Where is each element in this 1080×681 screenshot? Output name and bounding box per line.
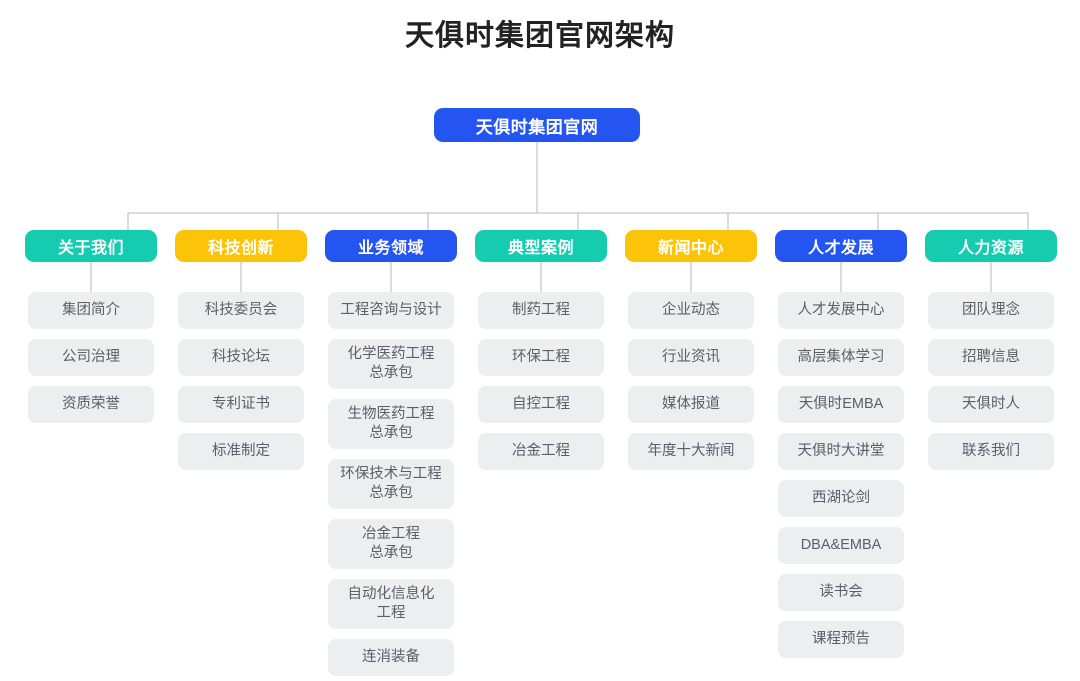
branch-column: 典型案例制药工程环保工程自控工程冶金工程: [466, 230, 616, 470]
leaf-node[interactable]: 生物医药工程 总承包: [328, 399, 454, 449]
leaf-node[interactable]: 环保技术与工程 总承包: [328, 459, 454, 509]
branch-column: 业务领域工程咨询与设计化学医药工程 总承包生物医药工程 总承包环保技术与工程 总…: [316, 230, 466, 676]
branch-column: 新闻中心企业动态行业资讯媒体报道年度十大新闻: [616, 230, 766, 470]
branch-children: 工程咨询与设计化学医药工程 总承包生物医药工程 总承包环保技术与工程 总承包冶金…: [316, 292, 466, 676]
page-title: 天俱时集团官网架构: [404, 20, 675, 52]
branch-header[interactable]: 人才发展: [775, 230, 907, 262]
leaf-node[interactable]: 科技论坛: [178, 339, 304, 376]
branch-header[interactable]: 人力资源: [925, 230, 1057, 262]
leaf-node[interactable]: 年度十大新闻: [628, 433, 754, 470]
leaf-node[interactable]: 天俱时人: [928, 386, 1054, 423]
branch-column: 人力资源团队理念招聘信息天俱时人联系我们: [916, 230, 1066, 470]
leaf-node[interactable]: DBA&EMBA: [778, 527, 904, 564]
leaf-node[interactable]: 化学医药工程 总承包: [328, 339, 454, 389]
branch-header[interactable]: 关于我们: [25, 230, 157, 262]
branch-header[interactable]: 典型案例: [475, 230, 607, 262]
branch-header[interactable]: 业务领域: [325, 230, 457, 262]
branch-columns: 关于我们集团简介公司治理资质荣誉科技创新科技委员会科技论坛专利证书标准制定业务领…: [0, 230, 1080, 676]
leaf-node[interactable]: 人才发展中心: [778, 292, 904, 329]
leaf-node[interactable]: 资质荣誉: [28, 386, 154, 423]
leaf-node[interactable]: 西湖论剑: [778, 480, 904, 517]
leaf-node[interactable]: 集团简介: [28, 292, 154, 329]
branch-header[interactable]: 科技创新: [175, 230, 307, 262]
branch-column: 人才发展人才发展中心高层集体学习天俱时EMBA 天俱时大讲堂西湖论剑 DBA&EMB…: [766, 230, 916, 658]
leaf-node[interactable]: 科技委员会: [178, 292, 304, 329]
leaf-node[interactable]: 工程咨询与设计: [328, 292, 454, 329]
leaf-node[interactable]: 高层集体学习: [778, 339, 904, 376]
root-node[interactable]: 天俱时集团官网: [434, 108, 640, 142]
leaf-node[interactable]: 媒体报道: [628, 386, 754, 423]
leaf-node[interactable]: 联系我们: [928, 433, 1054, 470]
branch-column: 科技创新科技委员会科技论坛专利证书标准制定: [166, 230, 316, 470]
branch-header[interactable]: 新闻中心: [625, 230, 757, 262]
leaf-node[interactable]: 读书会: [778, 574, 904, 611]
leaf-node[interactable]: 自控工程: [478, 386, 604, 423]
branch-children: 集团简介公司治理资质荣誉: [16, 292, 166, 423]
leaf-node[interactable]: 团队理念: [928, 292, 1054, 329]
branch-children: 人才发展中心高层集体学习天俱时EMBA 天俱时大讲堂西湖论剑 DBA&EMBA 读书会…: [766, 292, 916, 658]
leaf-node[interactable]: 自动化信息化 工程: [328, 579, 454, 629]
leaf-node[interactable]: 行业资讯: [628, 339, 754, 376]
leaf-node[interactable]: 连消装备: [328, 639, 454, 676]
branch-children: 企业动态行业资讯媒体报道年度十大新闻: [616, 292, 766, 470]
leaf-node[interactable]: 冶金工程 总承包: [328, 519, 454, 569]
branch-children: 团队理念招聘信息天俱时人联系我们: [916, 292, 1066, 470]
leaf-node[interactable]: 制药工程: [478, 292, 604, 329]
leaf-node[interactable]: 企业动态: [628, 292, 754, 329]
leaf-node[interactable]: 天俱时EMBA: [778, 386, 904, 423]
leaf-node[interactable]: 冶金工程: [478, 433, 604, 470]
branch-column: 关于我们集团简介公司治理资质荣誉: [16, 230, 166, 423]
branch-children: 制药工程环保工程自控工程冶金工程: [466, 292, 616, 470]
leaf-node[interactable]: 课程预告: [778, 621, 904, 658]
leaf-node[interactable]: 公司治理: [28, 339, 154, 376]
leaf-node[interactable]: 招聘信息: [928, 339, 1054, 376]
branch-children: 科技委员会科技论坛专利证书标准制定: [166, 292, 316, 470]
leaf-node[interactable]: 标准制定: [178, 433, 304, 470]
leaf-node[interactable]: 天俱时大讲堂: [778, 433, 904, 470]
leaf-node[interactable]: 环保工程: [478, 339, 604, 376]
leaf-node[interactable]: 专利证书: [178, 386, 304, 423]
